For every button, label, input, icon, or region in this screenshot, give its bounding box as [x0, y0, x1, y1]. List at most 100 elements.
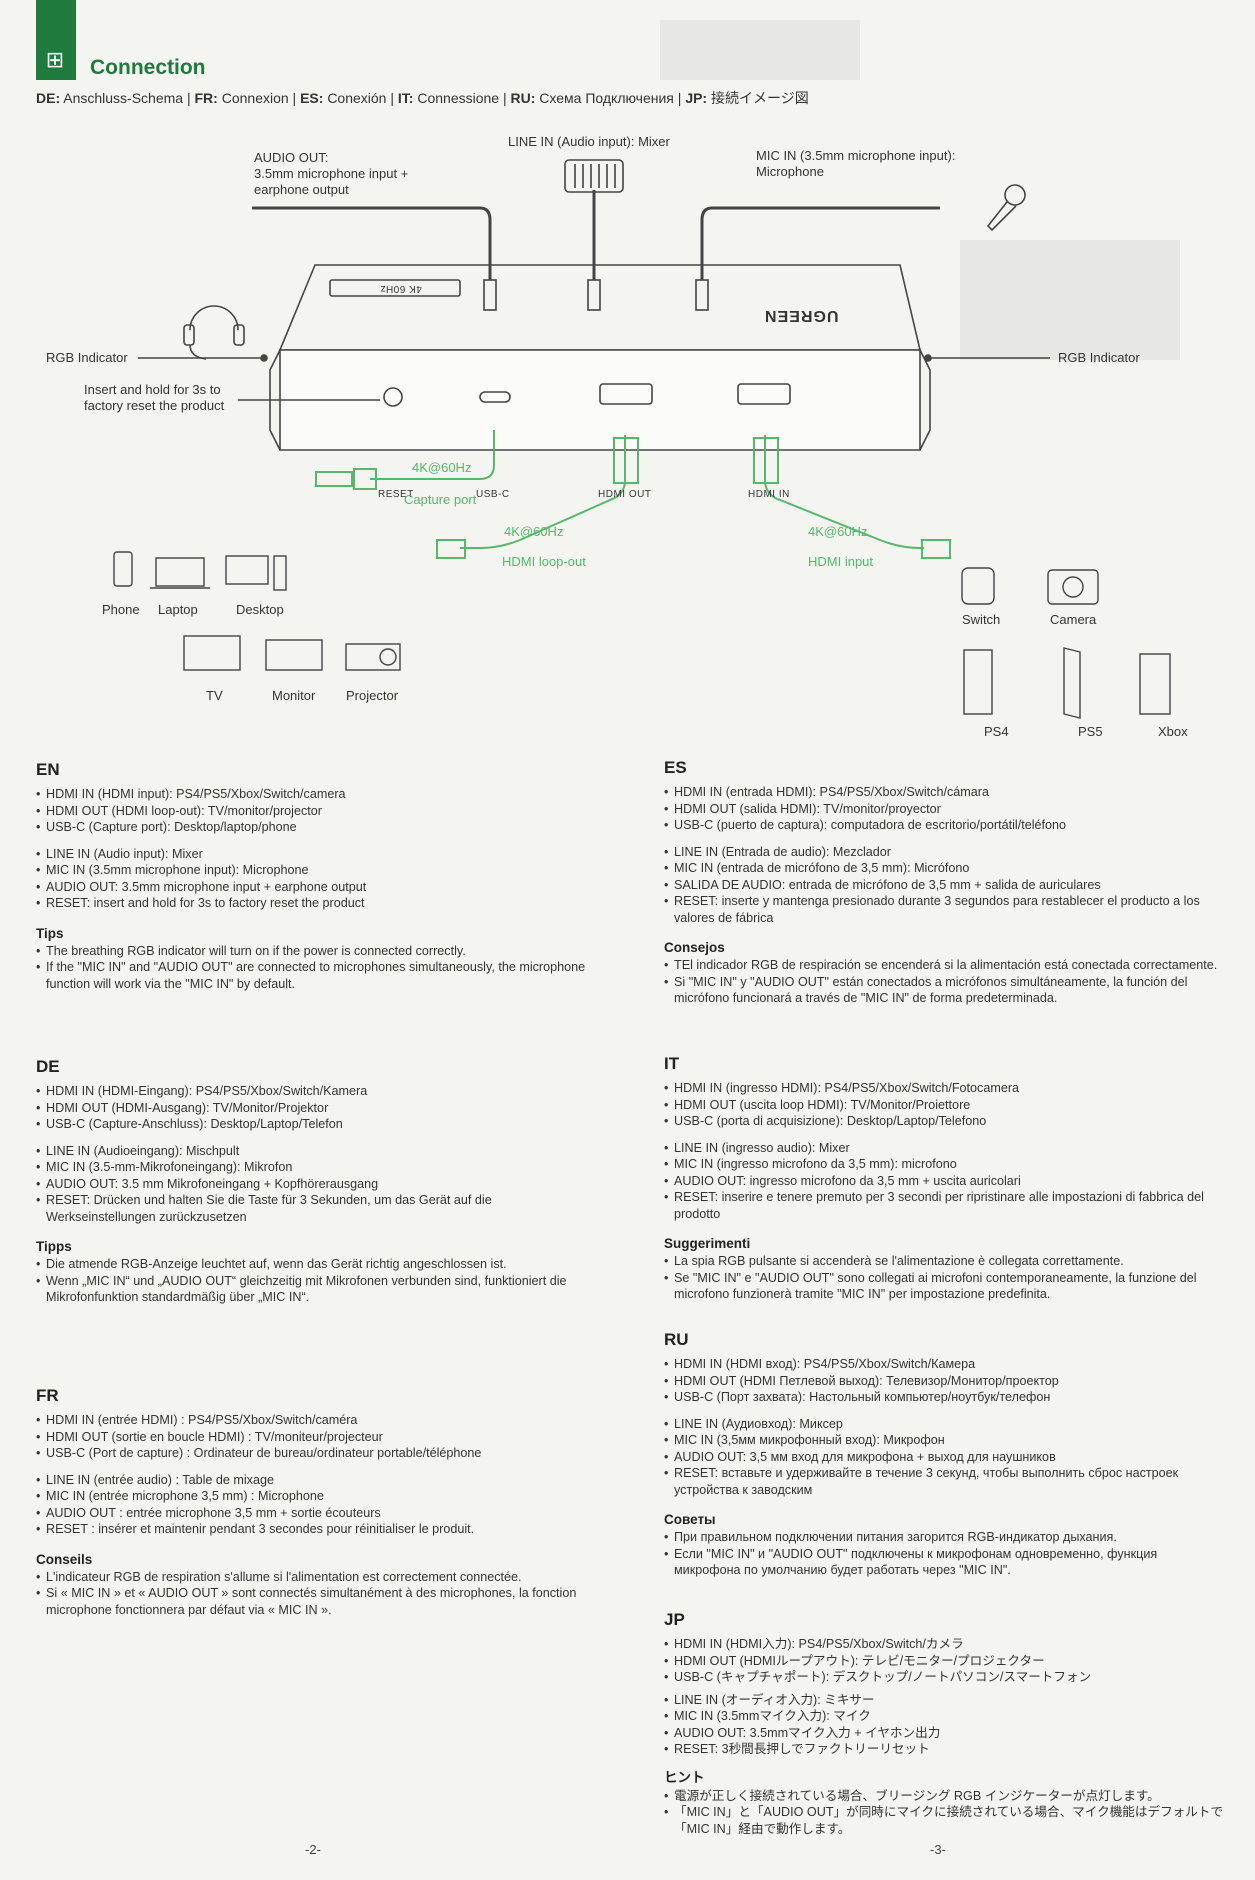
list-item: MIC IN (3.5mm microphone input): Microph…: [36, 862, 596, 879]
list-item: HDMI IN (HDMI input): PS4/PS5/Xbox/Switc…: [36, 786, 596, 803]
laptop-icon: [155, 557, 205, 587]
list-item: RESET: insert and hold for 3s to factory…: [36, 895, 596, 912]
tips-heading: Conseils: [36, 1551, 93, 1567]
list-item: Wenn „MIC IN“ und „AUDIO OUT“ gleichzeit…: [36, 1273, 596, 1306]
port-list: HDMI IN (entrée HDMI) : PS4/PS5/Xbox/Swi…: [36, 1412, 596, 1462]
audio-out-desc-2: earphone output: [254, 182, 349, 197]
list-item: USB-C (Capture-Anschluss): Desktop/Lapto…: [36, 1116, 596, 1133]
list-item: Se "MIC IN" e "AUDIO OUT" sono collegati…: [664, 1270, 1224, 1303]
capture-port-label: Capture port: [404, 492, 477, 507]
lang-code: RU:: [510, 90, 536, 106]
hdmi-out-port: [599, 383, 653, 405]
port-list: HDMI IN (HDMI input): PS4/PS5/Xbox/Switc…: [36, 786, 596, 836]
hdmi-loop-out-label: HDMI loop-out: [502, 554, 586, 569]
diagram-artwork: [113, 159, 1171, 719]
list-item: AUDIO OUT: 3.5mm microphone input + earp…: [36, 879, 596, 896]
list-item: If the "MIC IN" and "AUDIO OUT" are conn…: [36, 959, 596, 992]
port-list: HDMI IN (HDMI入力): PS4/PS5/Xbox/Switch/カメ…: [664, 1636, 1224, 1686]
list-item: 電源が正しく接続されている場合、ブリージング RGB インジケーターが点灯します…: [664, 1788, 1224, 1805]
list-item: MIC IN (ingresso microfono da 3,5 mm): m…: [664, 1156, 1224, 1173]
section-jp: JP HDMI IN (HDMI入力): PS4/PS5/Xbox/Switch…: [664, 1610, 1224, 1837]
list-item: USB-C (Порт захвата): Настольный компьют…: [664, 1389, 1224, 1406]
port-list: HDMI IN (ingresso HDMI): PS4/PS5/Xbox/Sw…: [664, 1080, 1224, 1130]
list-item: SALIDA DE AUDIO: entrada de micrófono de…: [664, 877, 1224, 894]
list-item: Если "MIC IN" и "AUDIO OUT" подключены к…: [664, 1546, 1224, 1579]
page-number-left: -2-: [305, 1842, 321, 1857]
list-item: HDMI IN (entrée HDMI) : PS4/PS5/Xbox/Swi…: [36, 1412, 596, 1429]
list-item: HDMI OUT (HDMI loop-out): TV/monitor/pro…: [36, 803, 596, 820]
port-label-hdmi-out: HDMI OUT: [598, 489, 652, 500]
list-item: HDMI OUT (HDMI-Ausgang): TV/Monitor/Proj…: [36, 1100, 596, 1117]
rgb-indicator-left: RGB Indicator: [46, 350, 128, 365]
desktop-icon: [225, 555, 269, 585]
list-item: HDMI OUT (salida HDMI): TV/monitor/proye…: [664, 801, 1224, 818]
audio-list: LINE IN (entrée audio) : Table de mixage…: [36, 1472, 596, 1538]
device-label-ps5: PS5: [1078, 724, 1103, 739]
in-speed-label: 4K@60Hz: [808, 524, 868, 539]
microphone-icon: [986, 184, 1026, 232]
list-item: L'indicateur RGB de respiration s'allume…: [36, 1569, 596, 1586]
list-item: RESET: вставьте и удерживайте в течение …: [664, 1465, 1224, 1498]
list-item: AUDIO OUT: 3.5mmマイク入力 + イヤホン出力: [664, 1725, 1224, 1742]
switch-icon: [961, 567, 995, 605]
list-item: HDMI OUT (uscita loop HDMI): TV/Monitor/…: [664, 1097, 1224, 1114]
lang-code: FR:: [194, 90, 218, 106]
section-de: DE HDMI IN (HDMI-Eingang): PS4/PS5/Xbox/…: [36, 1057, 596, 1306]
tips-list: При правильном подключении питания загор…: [664, 1529, 1224, 1579]
list-item: HDMI OUT (sortie en boucle HDMI) : TV/mo…: [36, 1429, 596, 1446]
xbox-icon: [1139, 653, 1171, 715]
audio-list: LINE IN (Audio input): Mixer MIC IN (3.5…: [36, 846, 596, 912]
list-item: RESET: 3秒間長押しでファクトリーリセット: [664, 1741, 1224, 1758]
brand-logo: UGREEN: [764, 307, 839, 324]
reset-hint-2: factory reset the product: [84, 398, 225, 413]
lang-text: Схема Подключения: [539, 90, 674, 106]
list-item: LINE IN (Entrada de audio): Mezclador: [664, 844, 1224, 861]
audio-list: LINE IN (Audioeingang): Mischpult MIC IN…: [36, 1143, 596, 1226]
tips-list: TEl indicador RGB de respiración se ence…: [664, 957, 1224, 1007]
loop-speed-label: 4K@60Hz: [504, 524, 564, 539]
camera-icon: [1047, 569, 1099, 605]
ps4-icon: [963, 649, 993, 715]
tv-icon: [183, 635, 241, 671]
list-item: USB-C (porta di acquisizione): Desktop/L…: [664, 1113, 1224, 1130]
device-label-camera: Camera: [1050, 612, 1097, 627]
list-item: Si « MIC IN » et « AUDIO OUT » sont conn…: [36, 1585, 596, 1618]
list-item: LINE IN (Audio input): Mixer: [36, 846, 596, 863]
tips-list: Die atmende RGB-Anzeige leuchtet auf, we…: [36, 1256, 596, 1306]
list-item: The breathing RGB indicator will turn on…: [36, 943, 596, 960]
usb-c-port: [479, 391, 511, 403]
section-heading: JP: [664, 1610, 685, 1629]
section-it: IT HDMI IN (ingresso HDMI): PS4/PS5/Xbox…: [664, 1054, 1224, 1303]
connection-diagram-icon: ⊞: [45, 48, 65, 73]
list-item: HDMI IN (HDMI вход): PS4/PS5/Xbox/Switch…: [664, 1356, 1224, 1373]
projector-icon: [345, 643, 401, 671]
page-number-right: -3-: [930, 1842, 946, 1857]
line-in-label: LINE IN (Audio input): Mixer: [508, 134, 670, 149]
section-fr: FR HDMI IN (entrée HDMI) : PS4/PS5/Xbox/…: [36, 1386, 596, 1618]
device-label-switch: Switch: [962, 612, 1001, 627]
list-item: RESET: inserire e tenere premuto per 3 s…: [664, 1189, 1224, 1222]
device-label-tv: TV: [206, 688, 223, 703]
mic-in-desc: Microphone: [756, 164, 824, 179]
headphones-icon: [183, 305, 245, 360]
section-heading: RU: [664, 1330, 689, 1349]
tips-list: L'indicateur RGB de respiration s'allume…: [36, 1569, 596, 1619]
list-item: MIC IN (entrée microphone 3,5 mm) : Micr…: [36, 1488, 596, 1505]
list-item: MIC IN (3,5мм микрофонный вход): Микрофо…: [664, 1432, 1224, 1449]
audio-list: LINE IN (Entrada de audio): Mezclador MI…: [664, 844, 1224, 927]
device-label-projector: Projector: [346, 688, 399, 703]
list-item: USB-C (キャプチャポート): デスクトップ/ノートパソコン/スマートフォン: [664, 1669, 1224, 1686]
device-label-xbox: Xbox: [1158, 724, 1188, 739]
device-label-laptop: Laptop: [158, 602, 198, 617]
tips-list: 電源が正しく接続されている場合、ブリージング RGB インジケーターが点灯します…: [664, 1788, 1224, 1838]
language-subtitle: DE: Anschluss-Schema | FR: Connexion | E…: [36, 90, 809, 106]
section-heading: ES: [664, 758, 687, 777]
audio-out-title: AUDIO OUT:: [254, 150, 329, 165]
tips-heading: Tips: [36, 925, 64, 941]
list-item: LINE IN (Аудиовход): Миксер: [664, 1416, 1224, 1433]
list-item: При правильном подключении питания загор…: [664, 1529, 1224, 1546]
ps5-icon: [1063, 647, 1081, 719]
tips-heading: Consejos: [664, 940, 725, 955]
line-in-desc: Mixer: [638, 134, 670, 149]
tips-heading: Suggerimenti: [664, 1236, 751, 1251]
